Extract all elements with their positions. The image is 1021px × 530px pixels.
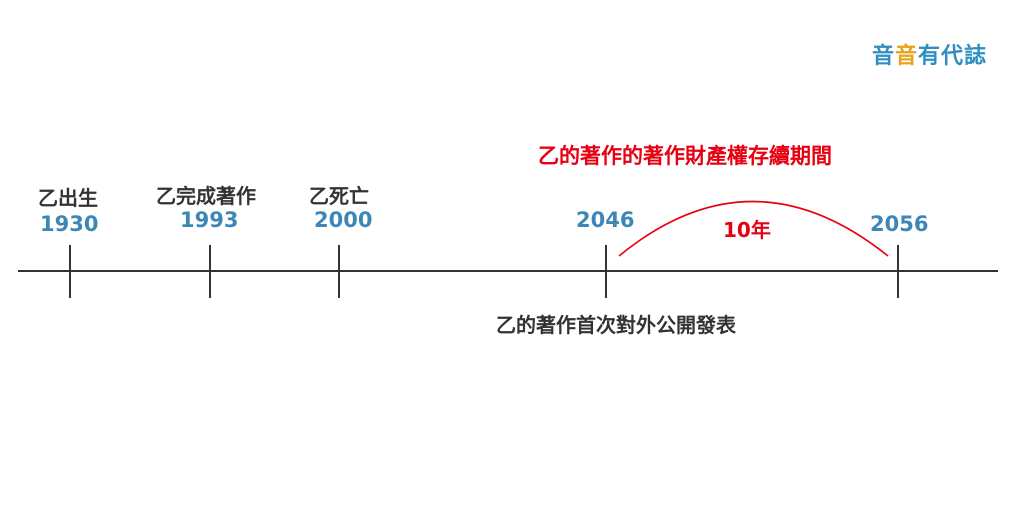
brand-logo: 音音有代誌 — [872, 38, 987, 70]
logo-char: 音 — [895, 44, 919, 69]
logo-char: 有 — [918, 44, 942, 69]
logo-char: 誌 — [964, 44, 988, 69]
event-label-work-completed: 乙完成著作 — [156, 184, 256, 208]
duration-arc — [618, 200, 889, 257]
event-label-birth: 乙出生 — [38, 186, 98, 210]
logo-char: 代 — [941, 44, 965, 69]
year-label-1993: 1993 — [180, 208, 239, 232]
year-label-2046: 2046 — [576, 208, 635, 232]
year-label-1930: 1930 — [40, 212, 99, 236]
event-label-death: 乙死亡 — [309, 184, 369, 208]
logo-char: 音 — [872, 44, 896, 69]
year-label-2000: 2000 — [314, 208, 373, 232]
event-label-first-publication: 乙的著作首次對外公開發表 — [496, 313, 736, 337]
year-label-2056: 2056 — [870, 212, 929, 236]
duration-label: 10年 — [723, 218, 771, 242]
protection-period-title: 乙的著作的著作財產權存續期間 — [538, 144, 832, 168]
